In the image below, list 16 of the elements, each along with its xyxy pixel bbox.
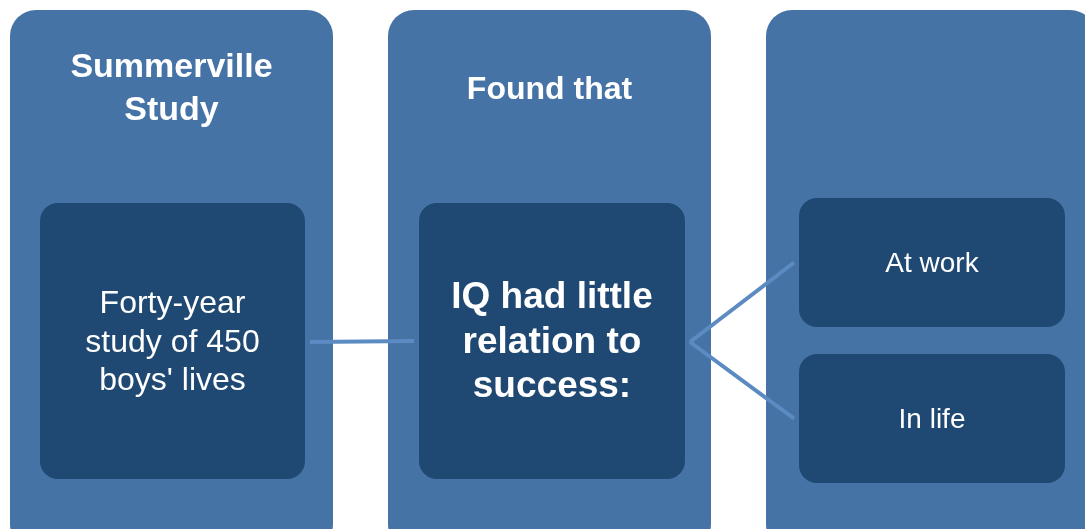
box-text: In life [898, 401, 966, 436]
box-text: Forty-year study of 450 boys' lives [84, 283, 261, 399]
content-box [419, 203, 685, 479]
content-box [799, 354, 1065, 483]
box-text: At work [885, 245, 979, 280]
connector-line [688, 260, 796, 344]
panel-title: Found that [465, 69, 634, 108]
connector-line [309, 339, 415, 344]
panel-title: Summerville Study [69, 45, 274, 129]
content-box [799, 198, 1065, 327]
panel [388, 10, 711, 529]
panel [766, 10, 1085, 529]
content-box [40, 203, 305, 479]
panel [10, 10, 333, 529]
connector-line [688, 340, 796, 421]
box-text: IQ had little relation to success: [450, 274, 654, 408]
